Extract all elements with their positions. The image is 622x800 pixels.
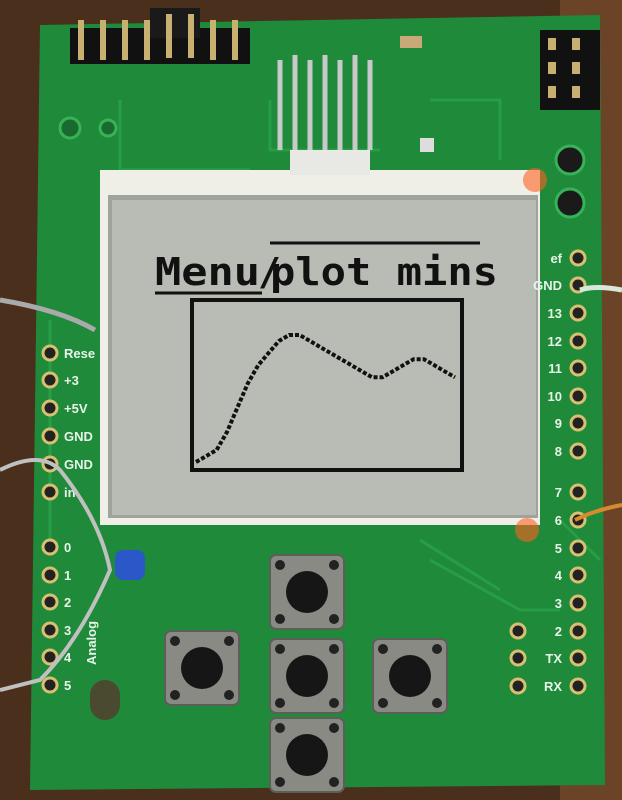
button-up[interactable]	[269, 554, 345, 630]
pin-label: 2	[64, 595, 71, 610]
lcd-title-separator: /	[258, 250, 281, 294]
lcd-screen	[112, 200, 536, 515]
left-header: Rese +3 +5V GND GND in 0 1 2 3 4 5 Analog	[41, 344, 99, 694]
wire	[574, 503, 622, 522]
wire	[0, 297, 97, 333]
pin-hole	[569, 483, 587, 501]
capacitor	[115, 550, 145, 580]
pin-hole	[41, 676, 59, 694]
lcd-plot-line	[195, 333, 456, 464]
pin-label: 4	[555, 568, 563, 583]
pin-hole	[41, 344, 59, 362]
pin-label: 9	[555, 416, 562, 431]
pin-label: 3	[64, 623, 71, 638]
wire	[579, 285, 622, 293]
mount-hole	[554, 187, 586, 219]
pin-hole	[569, 649, 587, 667]
lcd-title-menu: Menu	[155, 250, 260, 294]
lcd-title-plot: plot mins	[270, 250, 498, 294]
pin-hole	[41, 427, 59, 445]
pin-label: 5	[64, 678, 71, 693]
pin-hole	[569, 332, 587, 350]
lcd-plot-frame	[190, 298, 464, 472]
pin-hole	[569, 442, 587, 460]
pin-label: 5	[555, 541, 562, 556]
pin-hole	[569, 622, 587, 640]
pin-label: 7	[555, 485, 562, 500]
pin-label: +5V	[64, 401, 88, 416]
pin-label: +3	[64, 373, 79, 388]
pin-label: TX	[545, 651, 562, 666]
led-glow	[515, 518, 539, 542]
smd-component	[400, 36, 422, 48]
pin-label: 13	[548, 306, 562, 321]
pin-hole	[41, 593, 59, 611]
pin-hole	[569, 304, 587, 322]
capacitor	[90, 680, 120, 720]
button-left[interactable]	[164, 630, 240, 706]
pin-hole	[41, 566, 59, 584]
led-glow	[523, 168, 547, 192]
lcd-connector-pins	[277, 55, 373, 150]
pin-label: 4	[64, 650, 72, 665]
pin-label: 8	[555, 444, 562, 459]
pin-hole	[569, 359, 587, 377]
button-cluster	[164, 554, 448, 793]
pin-hole	[509, 677, 527, 695]
mount-hole	[98, 118, 118, 138]
pin-hole	[569, 414, 587, 432]
pin-hole	[41, 371, 59, 389]
pin-label: Rese	[64, 346, 95, 361]
pin-label: 1	[64, 568, 71, 583]
pin-label: 2	[555, 624, 562, 639]
pin-hole	[509, 649, 527, 667]
pin-label: GND	[533, 278, 562, 293]
pin-hole	[509, 622, 527, 640]
pin-label: 12	[548, 334, 562, 349]
pin-label: ef	[550, 251, 562, 266]
icsp-header	[540, 30, 600, 110]
pin-label: GND	[64, 457, 93, 472]
mount-hole	[58, 116, 82, 140]
mount-hole	[554, 144, 586, 176]
pin-label: 0	[64, 540, 71, 555]
pin-label: 6	[555, 513, 562, 528]
pin-hole	[569, 594, 587, 612]
pin-label: GND	[64, 429, 93, 444]
pin-hole	[569, 677, 587, 695]
button-right[interactable]	[372, 638, 448, 714]
pin-hole	[569, 249, 587, 267]
pin-hole	[569, 387, 587, 405]
pin-label: RX	[544, 679, 562, 694]
pin-hole	[41, 621, 59, 639]
pin-hole	[41, 648, 59, 666]
pin-hole	[41, 399, 59, 417]
pin-label: 11	[548, 361, 562, 376]
button-center[interactable]	[269, 638, 345, 714]
wire	[0, 458, 113, 692]
jumper-header	[70, 8, 250, 64]
pin-hole	[41, 483, 59, 501]
analog-header-title: Analog	[84, 621, 99, 665]
pin-label: 10	[548, 389, 562, 404]
button-down[interactable]	[269, 717, 345, 793]
smd-component	[420, 138, 434, 152]
pin-hole	[41, 538, 59, 556]
pin-hole	[569, 539, 587, 557]
pin-hole	[569, 566, 587, 584]
pin-label: 3	[555, 596, 562, 611]
pin-label: in	[64, 485, 76, 500]
lcd-module: Menu / plot mins	[100, 150, 540, 525]
